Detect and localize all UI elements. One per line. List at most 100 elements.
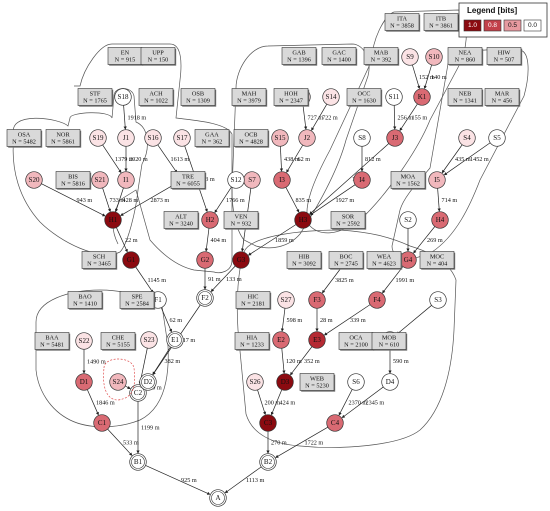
node-s18[interactable]: S18 <box>114 88 132 106</box>
node-s7[interactable]: S7 <box>243 171 261 189</box>
node-s9[interactable]: S9 <box>401 48 419 66</box>
node-i3[interactable]: I3 <box>273 171 291 189</box>
node-s4[interactable]: S4 <box>458 129 476 147</box>
node-g1[interactable]: G1 <box>122 251 140 269</box>
station-box-en[interactable]: ENN = 915 <box>107 47 144 66</box>
node-b2[interactable]: B2 <box>259 453 277 471</box>
node-circle <box>104 211 122 229</box>
node-s10[interactable]: S10 <box>425 48 443 66</box>
node-d4[interactable]: D4 <box>381 373 399 391</box>
node-s5[interactable]: S5 <box>488 129 506 147</box>
node-e1[interactable]: E1 <box>166 331 184 349</box>
node-j1[interactable]: J1 <box>117 129 135 147</box>
node-f4[interactable]: F4 <box>368 291 386 309</box>
node-e2[interactable]: E2 <box>272 331 290 349</box>
node-s19[interactable]: S19 <box>89 129 107 147</box>
node-c3[interactable]: C3 <box>259 414 277 432</box>
node-f2[interactable]: F2 <box>196 289 214 307</box>
node-b1[interactable]: B1 <box>129 453 147 471</box>
node-g3[interactable]: G3 <box>232 251 250 269</box>
node-s3[interactable]: S3 <box>429 291 447 309</box>
node-s23[interactable]: S23 <box>140 331 158 349</box>
node-s21[interactable]: S21 <box>91 171 109 189</box>
node-j2[interactable]: J2 <box>298 129 316 147</box>
node-s12[interactable]: S12 <box>227 171 245 189</box>
node-d1[interactable]: D1 <box>75 373 93 391</box>
node-s24[interactable]: S24 <box>109 373 127 391</box>
node-k1[interactable]: K1 <box>413 88 431 106</box>
node-s14[interactable]: S14 <box>322 88 340 106</box>
node-d3[interactable]: D3 <box>276 373 294 391</box>
node-c4[interactable]: C4 <box>326 414 344 432</box>
node-s15[interactable]: S15 <box>271 129 289 147</box>
node-s27[interactable]: S27 <box>277 291 295 309</box>
node-s22[interactable]: S22 <box>75 332 93 350</box>
node-h2[interactable]: H2 <box>201 211 219 229</box>
node-c1[interactable]: C1 <box>93 414 111 432</box>
node-s20[interactable]: S20 <box>25 171 43 189</box>
box-name: GAC <box>332 49 345 56</box>
node-s17[interactable]: S17 <box>173 129 191 147</box>
node-i4[interactable]: I4 <box>353 171 371 189</box>
node-s26[interactable]: S26 <box>246 373 264 391</box>
node-j3[interactable]: J3 <box>386 129 404 147</box>
node-c2[interactable]: C2 <box>129 384 147 402</box>
node-s8[interactable]: S8 <box>353 129 371 147</box>
node-i1[interactable]: I1 <box>117 171 135 189</box>
node-s2[interactable]: S2 <box>399 211 417 229</box>
node-h4[interactable]: H4 <box>431 211 449 229</box>
node-s11[interactable]: S11 <box>385 88 403 106</box>
node-f3[interactable]: F3 <box>308 291 326 309</box>
node-i5[interactable]: I5 <box>428 171 446 189</box>
node-a[interactable]: A <box>209 489 227 507</box>
node-h3[interactable]: H3 <box>294 211 312 229</box>
node-s6[interactable]: S6 <box>347 373 365 391</box>
node-d2[interactable]: D2 <box>139 373 157 391</box>
node-e3[interactable]: E3 <box>308 331 326 349</box>
box-count: N = 4623 <box>372 261 396 268</box>
node-g2[interactable]: G2 <box>196 251 214 269</box>
node-h1[interactable]: H1 <box>104 211 122 229</box>
node-s16[interactable]: S16 <box>144 129 162 147</box>
